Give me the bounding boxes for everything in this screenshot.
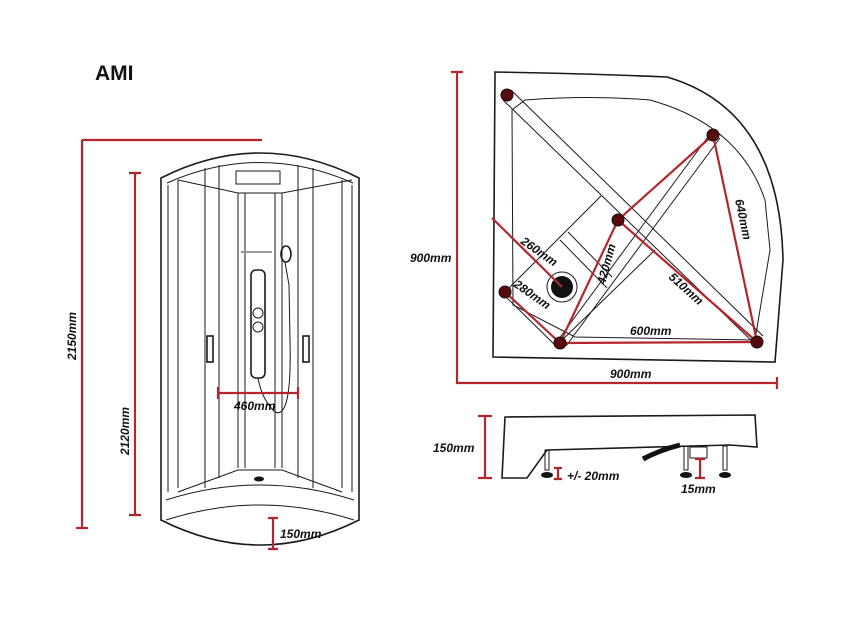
control-knob-icon — [252, 307, 264, 319]
door-handle-right — [302, 335, 310, 363]
label-cabin-height: 2120mm — [118, 407, 132, 456]
dim-panel-width — [216, 387, 300, 399]
leg-feet — [541, 472, 731, 478]
leg-points — [498, 88, 764, 350]
mixer-knob-icon — [252, 321, 264, 333]
control-panel — [250, 269, 266, 379]
label-640: 640mm — [732, 198, 754, 242]
dim-tray-height — [268, 516, 278, 551]
drain-hose — [641, 442, 681, 462]
cabin-outline — [160, 152, 360, 546]
side-view: 150mm +/- 20mm 15mm — [433, 414, 758, 496]
label-depth: 900mm — [410, 251, 452, 265]
adjustable-legs — [544, 445, 728, 471]
dim-plan-outer — [451, 70, 779, 389]
model-title: AMI — [95, 62, 134, 85]
dim-side-height — [478, 414, 492, 480]
label-tray-height: 150mm — [280, 527, 322, 541]
drain-icon — [254, 476, 264, 482]
tray-side-profile — [501, 414, 758, 479]
ceiling-edge — [177, 179, 353, 194]
dim-drain-clearance — [695, 457, 705, 480]
tray-inner — [511, 97, 771, 341]
tray-back-edge — [177, 469, 343, 493]
label-width: 900mm — [610, 367, 652, 381]
label-side-height: 150mm — [433, 441, 475, 455]
label-panel-width: 460mm — [233, 399, 276, 413]
drain-ring — [546, 271, 578, 303]
glass-panels — [167, 165, 353, 492]
cabin-top-arc — [166, 162, 354, 184]
tray-outline — [492, 71, 784, 363]
label-510: 510mm — [666, 270, 706, 308]
drain-trap — [689, 446, 708, 459]
label-600: 600mm — [630, 324, 672, 338]
dim-leg-adjust — [554, 466, 562, 481]
door-handle-left — [206, 335, 214, 363]
tray-front-edge — [165, 484, 355, 501]
label-drain-clearance: 15mm — [681, 482, 716, 496]
dim-cabin-height — [129, 171, 141, 517]
rain-shower-head-icon — [235, 170, 281, 185]
shower-hose — [257, 261, 291, 414]
label-total-height: 2150mm — [65, 312, 79, 361]
front-view: 2150mm 2120mm 460mm 150mm — [65, 138, 360, 551]
dim-total-height — [76, 138, 262, 530]
tray-lip — [165, 504, 355, 521]
label-leg-adjust: +/- 20mm — [567, 469, 620, 483]
hand-shower-icon — [280, 245, 292, 263]
plan-view: 900mm 900mm 600mm 640mm 510mm 420mm 260m… — [410, 70, 784, 389]
